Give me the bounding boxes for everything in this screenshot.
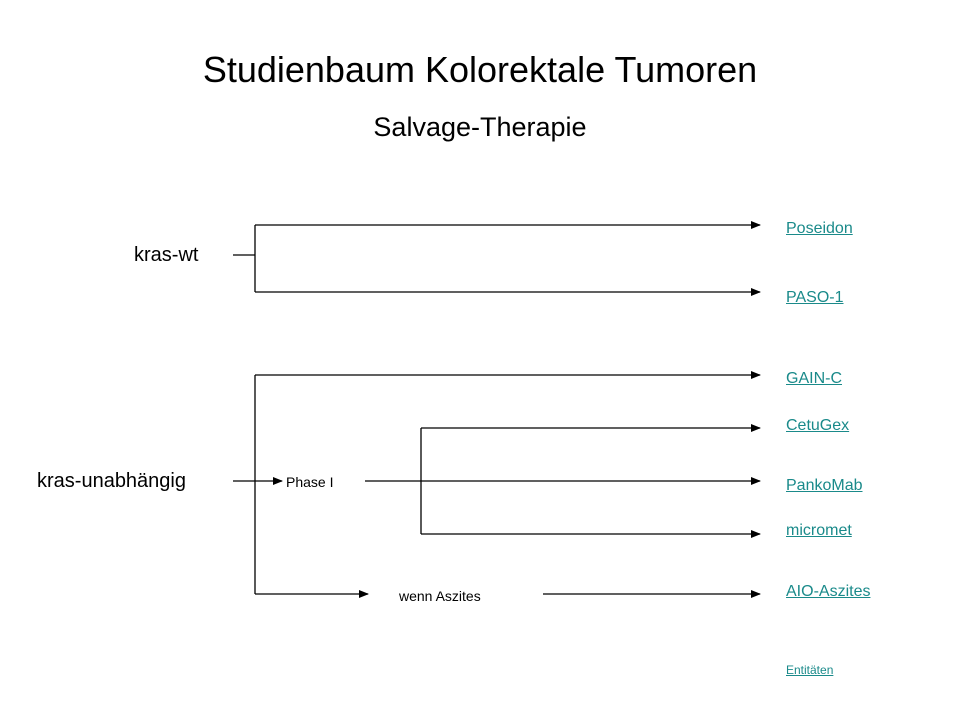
study-link-gain-c[interactable]: GAIN-C <box>786 370 842 387</box>
node-label-wenn-aszites: wenn Aszites <box>399 588 481 604</box>
study-link-paso1[interactable]: PASO-1 <box>786 289 844 306</box>
study-link-poseidon[interactable]: Poseidon <box>786 220 853 237</box>
page-title: Studienbaum Kolorektale Tumoren <box>202 49 758 90</box>
study-link-cetugex[interactable]: CetuGex <box>786 417 850 434</box>
node-label-phase-1: Phase I <box>286 474 334 490</box>
study-link-pankomab[interactable]: PankoMab <box>786 477 863 494</box>
study-link-micromet[interactable]: micromet <box>786 522 852 539</box>
page-subtitle: Salvage-Therapie <box>373 112 587 142</box>
study-link-aio-aszites[interactable]: AIO-Aszites <box>786 583 871 600</box>
group-label-kras-unabhaengig: kras-unabhängig <box>37 470 186 492</box>
group-label-kras-wt: kras-wt <box>134 244 199 266</box>
footer-link-entitaeten[interactable]: Entitäten <box>786 663 834 677</box>
